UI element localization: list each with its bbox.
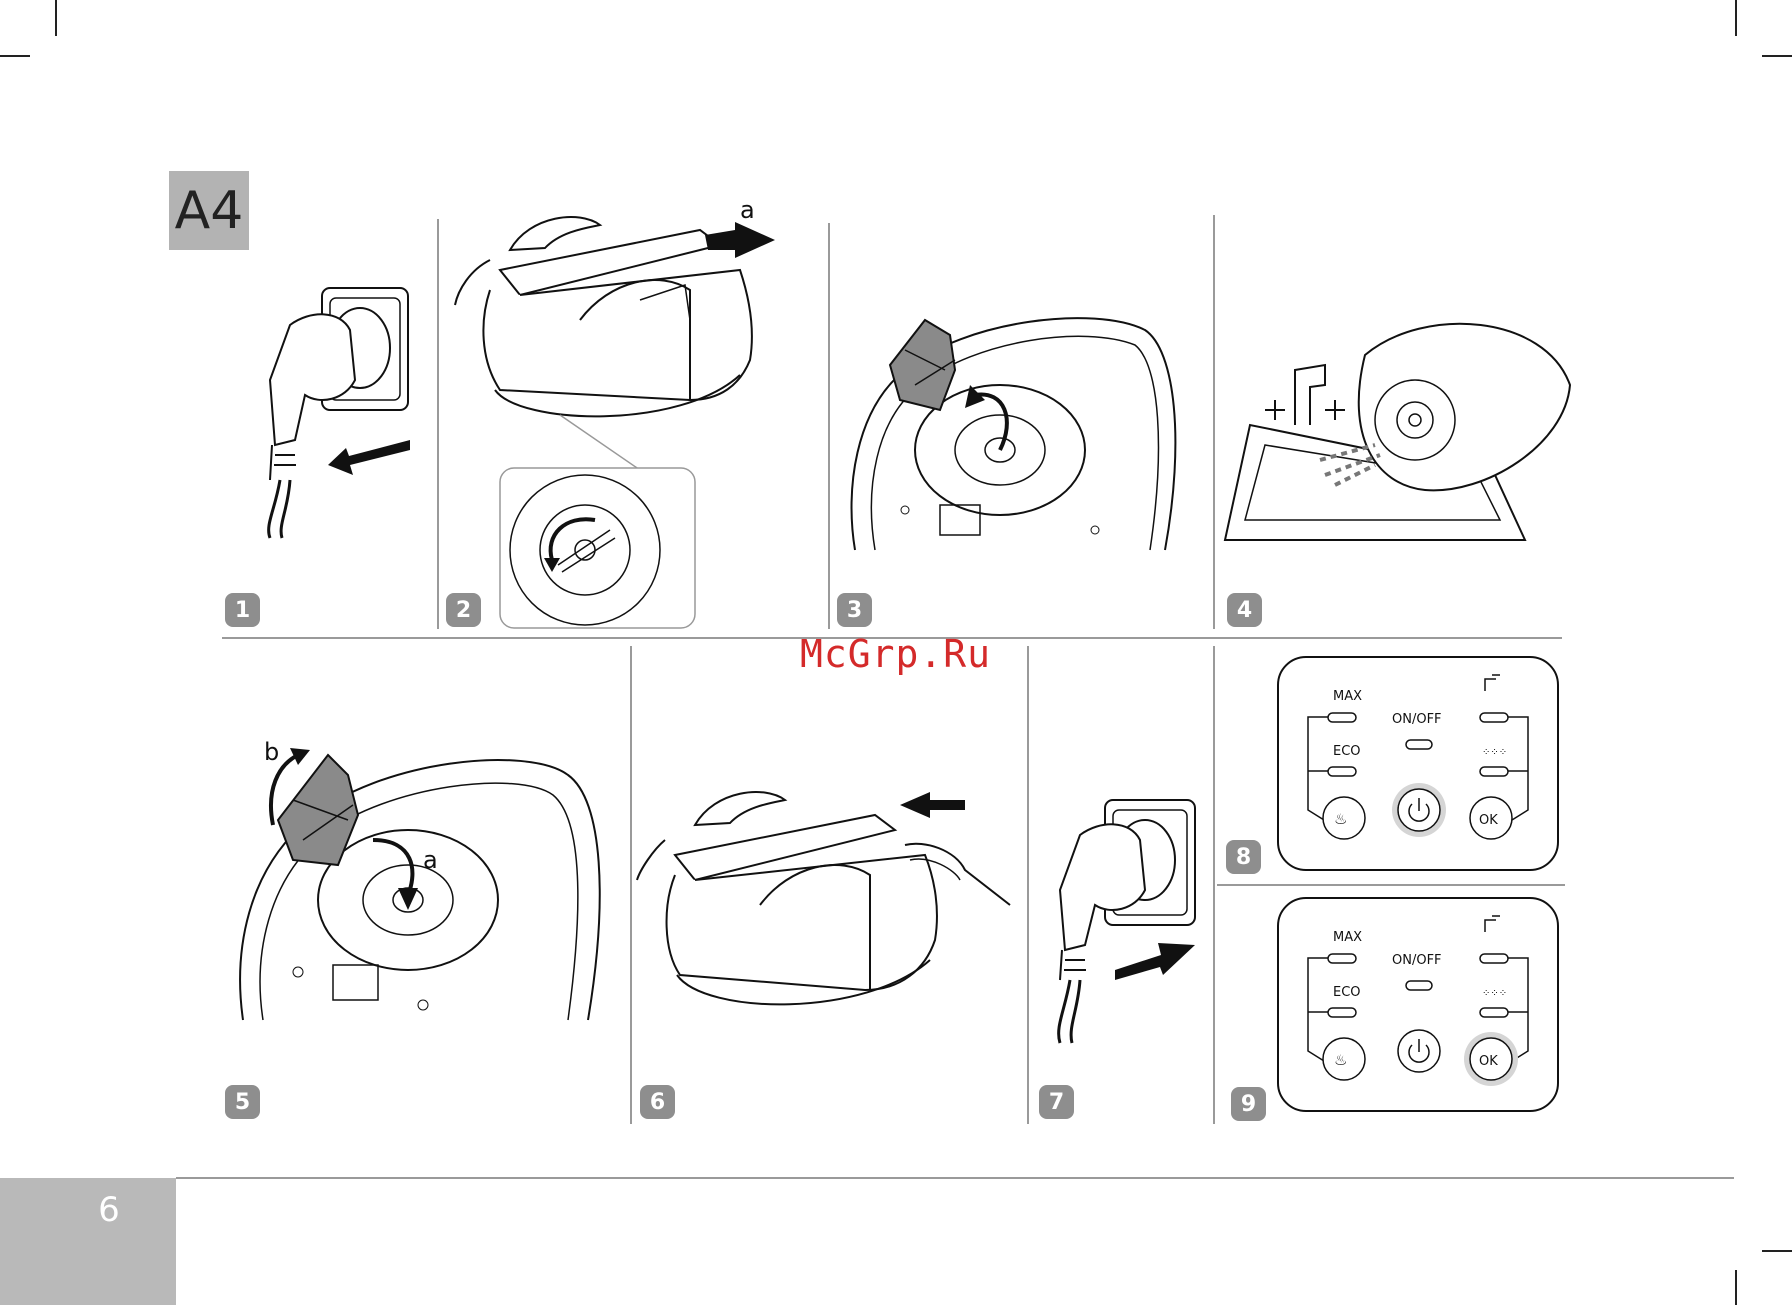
step-number: 3 [837, 593, 872, 627]
max-label: MAX [1333, 689, 1362, 704]
step-number: 7 [1039, 1085, 1074, 1119]
onoff-label: ON/OFF [1392, 712, 1442, 727]
max-label: MAX [1333, 930, 1362, 945]
ok-label: OK [1479, 1054, 1498, 1069]
control-panel-onoff-highlight: MAX ECO ON/OFF ⁘⁘⁘ ♨ OK [1276, 655, 1561, 873]
divider [828, 223, 830, 629]
illustration-steam-generator-side: a [450, 200, 790, 640]
callout-label: a [740, 196, 755, 224]
step-number: 2 [446, 593, 481, 627]
crop-mark [0, 55, 30, 57]
illustration-rinse-sink [1225, 315, 1570, 545]
page-number: 6 [0, 1190, 218, 1230]
eco-label: ECO [1333, 985, 1361, 1000]
divider [630, 646, 632, 1124]
illustration-plug-in [1050, 795, 1210, 1045]
callout-label: a [423, 846, 438, 874]
step-number: 6 [640, 1085, 675, 1119]
illustration-insert-tank [635, 760, 1015, 1030]
divider [437, 219, 439, 629]
svg-text:⁘⁘⁘: ⁘⁘⁘ [1482, 988, 1507, 999]
crop-mark [55, 0, 57, 36]
crop-mark [1735, 0, 1737, 36]
illustration-refit-cap: a b [238, 720, 608, 1025]
step-number: 8 [1226, 840, 1261, 874]
callout-label: b [264, 738, 279, 766]
section-tag: A4 [169, 171, 249, 250]
illustration-unscrew-cap [845, 290, 1185, 560]
eco-label: ECO [1333, 744, 1361, 759]
divider [1027, 646, 1029, 1124]
crop-mark [1762, 55, 1792, 57]
control-panel-ok-highlight: MAX ECO ON/OFF ⁘⁘⁘ ♨ OK [1276, 896, 1561, 1114]
crop-mark [1735, 1270, 1737, 1305]
ok-label: OK [1479, 813, 1498, 828]
svg-text:♨: ♨ [1334, 1051, 1347, 1069]
footer-rule [176, 1177, 1734, 1179]
watermark: McGrp.Ru [800, 632, 991, 676]
onoff-label: ON/OFF [1392, 953, 1442, 968]
divider [1217, 884, 1565, 886]
svg-text:⁘⁘⁘: ⁘⁘⁘ [1482, 747, 1507, 758]
svg-text:♨: ♨ [1334, 810, 1347, 828]
illustration-unplug [250, 280, 420, 540]
divider [1213, 646, 1215, 1124]
step-number: 4 [1227, 593, 1262, 627]
step-number: 5 [225, 1085, 260, 1119]
crop-mark [1762, 1250, 1792, 1252]
step-number: 9 [1231, 1087, 1266, 1121]
divider [1213, 215, 1215, 629]
step-number: 1 [225, 593, 260, 627]
